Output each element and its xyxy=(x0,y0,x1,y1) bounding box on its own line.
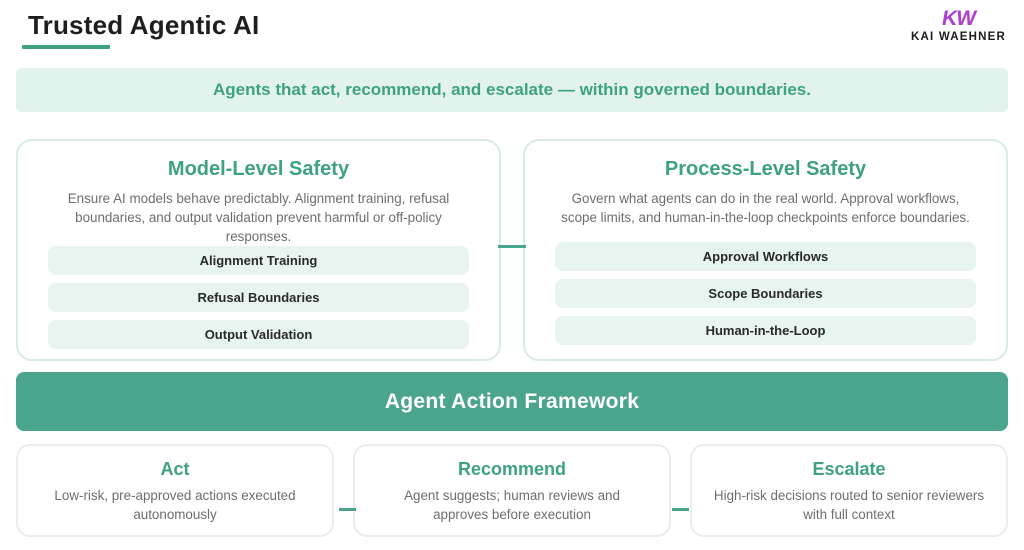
escalate-card: Escalate High-risk decisions routed to s… xyxy=(690,444,1008,537)
logo-name: KAI WAEHNER xyxy=(911,31,1006,43)
card-title: Recommend xyxy=(457,459,567,479)
card-title: Escalate xyxy=(812,459,886,479)
model-level-safety-card: Model-Level Safety Ensure AI models beha… xyxy=(16,139,501,361)
safety-item-pill: Refusal Boundaries xyxy=(48,283,469,313)
safety-item-pill: Scope Boundaries xyxy=(555,279,976,308)
title-underline xyxy=(22,45,110,49)
card-connector-line xyxy=(671,508,689,511)
card-description: Agent suggests; human reviews and approv… xyxy=(404,488,620,522)
pill-list: Approval Workflows Scope Boundaries Huma… xyxy=(555,242,976,345)
pill-list: Alignment Training Refusal Boundaries Ou… xyxy=(48,246,469,350)
card-connector-line xyxy=(498,245,526,248)
safety-cards-row: Model-Level Safety Ensure AI models beha… xyxy=(16,139,1008,361)
safety-item-pill: Alignment Training xyxy=(48,246,469,276)
page-title: Trusted Agentic AI xyxy=(28,10,260,40)
card-description: Low-risk, pre-approved actions executed … xyxy=(54,488,296,522)
recommend-card: Recommend Agent suggests; human reviews … xyxy=(353,444,671,537)
process-level-safety-card: Process-Level Safety Govern what agents … xyxy=(523,139,1008,361)
card-description: High-risk decisions routed to senior rev… xyxy=(713,488,985,522)
action-cards-row: Act Low-risk, pre-approved actions execu… xyxy=(16,444,1008,537)
tagline-banner: Agents that act, recommend, and escalate… xyxy=(16,68,1008,112)
card-description: Ensure AI models behave predictably. Ali… xyxy=(67,191,450,245)
card-description: Govern what agents can do in the real wo… xyxy=(561,191,970,226)
card-title: Process-Level Safety xyxy=(664,158,867,180)
tagline-text: Agents that act, recommend, and escalate… xyxy=(213,80,811,99)
card-title: Model-Level Safety xyxy=(167,158,350,180)
kai-waehner-logo: KW KAI WAEHNER xyxy=(911,7,1006,43)
safety-item-pill: Approval Workflows xyxy=(555,242,976,271)
safety-item-pill: Output Validation xyxy=(48,320,469,350)
card-connector-line xyxy=(339,508,357,511)
header: Trusted Agentic AI KW KAI WAEHNER xyxy=(16,7,1008,62)
act-card: Act Low-risk, pre-approved actions execu… xyxy=(16,444,334,537)
card-title: Act xyxy=(160,459,190,479)
agent-action-framework-bar: Agent Action Framework xyxy=(16,372,1008,431)
framework-bar-label: Agent Action Framework xyxy=(384,389,640,413)
kw-monogram-icon: KW xyxy=(940,7,978,30)
safety-item-pill: Human-in-the-Loop xyxy=(555,316,976,345)
